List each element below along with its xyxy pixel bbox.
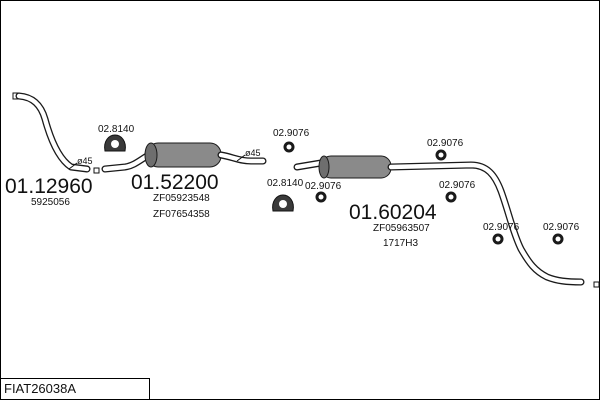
diameter-marker-front: ø45	[68, 156, 93, 170]
ring-5[interactable]: 02.9076	[483, 222, 520, 245]
tail-pipe-end	[593, 281, 600, 288]
middle-diameter: ø45	[245, 148, 261, 158]
middle-silencer-body	[146, 142, 222, 168]
rear-silencer[interactable]	[293, 155, 600, 288]
rear-silencer-number: 01.60204	[349, 201, 437, 224]
diameter-arrow	[68, 162, 78, 170]
mount-1-hole	[111, 140, 119, 148]
ring-4-number: 02.9076	[439, 180, 476, 191]
front-pipe-diameter: ø45	[77, 156, 93, 166]
ring-1-number: 02.9076	[273, 128, 310, 139]
ring-3-inner	[438, 152, 444, 158]
front-pipe[interactable]	[12, 92, 100, 174]
ring-6-inner	[555, 236, 561, 242]
diameter-arrow	[236, 154, 246, 162]
ring-5-inner	[495, 236, 501, 242]
mount-2[interactable]: 02.8140	[267, 178, 304, 212]
rear-silencer-body	[320, 155, 392, 179]
mount-1-number: 02.8140	[98, 124, 135, 135]
mount-1[interactable]: 02.8140	[98, 124, 135, 152]
front-pipe-tube	[16, 93, 90, 172]
ring-3[interactable]: 02.9076	[427, 138, 464, 161]
middle-silencer[interactable]	[101, 142, 267, 173]
front-pipe-ref: 5925056	[31, 197, 70, 208]
rear-inlet-pipe	[294, 160, 324, 170]
diameter-marker-middle: ø45	[236, 148, 261, 162]
ring-4[interactable]: 02.9076	[439, 180, 476, 203]
ring-3-number: 02.9076	[427, 138, 464, 149]
diagram-code: FIAT26038A	[4, 381, 77, 396]
ring-6-number: 02.9076	[543, 222, 580, 233]
middle-silencer-ref-2: ZF07654358	[153, 209, 210, 220]
mount-2-hole	[279, 200, 287, 208]
rear-silencer-end-cap	[318, 155, 330, 179]
diagram-code-box: FIAT26038A	[0, 378, 150, 400]
middle-silencer-end-cap	[144, 142, 158, 168]
rear-silencer-ref-1: ZF05963507	[373, 223, 430, 234]
ring-2-number: 02.9076	[305, 181, 342, 192]
mount-2-number: 02.8140	[267, 178, 304, 189]
ring-1[interactable]: 02.9076	[273, 128, 310, 153]
ring-5-number: 02.9076	[483, 222, 520, 233]
ring-4-inner	[448, 194, 454, 200]
ring-6[interactable]: 02.9076	[543, 222, 580, 245]
middle-outlet-pipe	[218, 152, 266, 164]
tail-pipe	[388, 162, 584, 285]
rear-silencer-ref-2: 1717H3	[383, 238, 418, 249]
ring-1-inner	[286, 144, 292, 150]
middle-silencer-ref-1: ZF05923548	[153, 193, 210, 204]
ring-2[interactable]: 02.9076	[305, 181, 342, 203]
front-pipe-end	[93, 167, 100, 174]
ring-2-inner	[318, 194, 324, 200]
middle-inlet-pipe	[102, 153, 150, 172]
front-pipe-number: 01.12960	[5, 175, 93, 198]
middle-silencer-number: 01.52200	[131, 171, 219, 194]
